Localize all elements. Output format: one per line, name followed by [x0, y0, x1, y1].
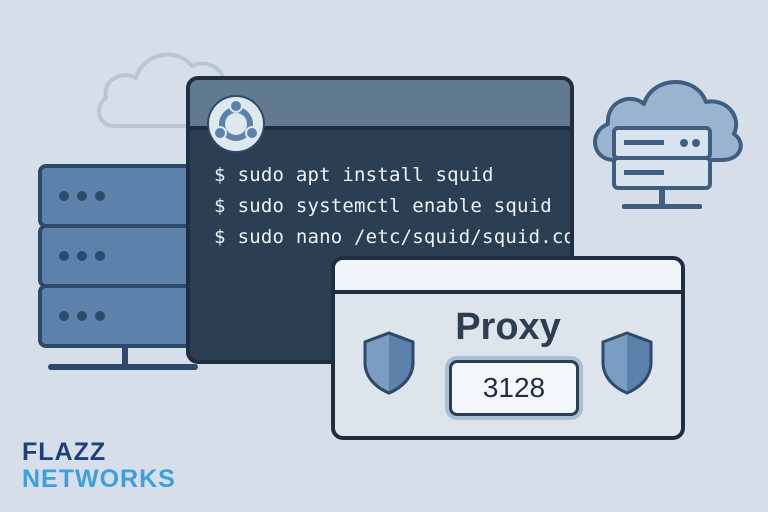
- command-text: sudo apt install squid: [237, 164, 494, 186]
- command-line-1: $ sudo apt install squid: [214, 164, 494, 186]
- cloud-server-icon: [593, 80, 743, 209]
- command-text: sudo nano /etc/squid/squid.conf: [237, 226, 574, 248]
- proxy-window: Proxy 3128: [331, 256, 685, 440]
- server-rack-icon: [38, 164, 212, 370]
- proxy-titlebar: [335, 260, 681, 294]
- command-text: sudo systemctl enable squid: [237, 195, 552, 217]
- command-line-2: $ sudo systemctl enable squid: [214, 195, 552, 217]
- brand-name-line2: NETWORKS: [22, 465, 176, 493]
- port-field: 3128: [449, 360, 579, 416]
- prompt-symbol: $: [214, 195, 226, 217]
- brand-name-line1: FLAZZ: [22, 438, 107, 466]
- shield-icon: [601, 331, 653, 395]
- ubuntu-logo-icon: [207, 95, 265, 153]
- brand-logo: FLAZZ NETWORKS: [22, 440, 176, 492]
- command-line-3: $ sudo nano /etc/squid/squid.conf: [214, 226, 574, 248]
- prompt-symbol: $: [214, 226, 226, 248]
- prompt-symbol: $: [214, 164, 226, 186]
- proxy-title: Proxy: [455, 306, 561, 348]
- shield-icon: [363, 331, 415, 395]
